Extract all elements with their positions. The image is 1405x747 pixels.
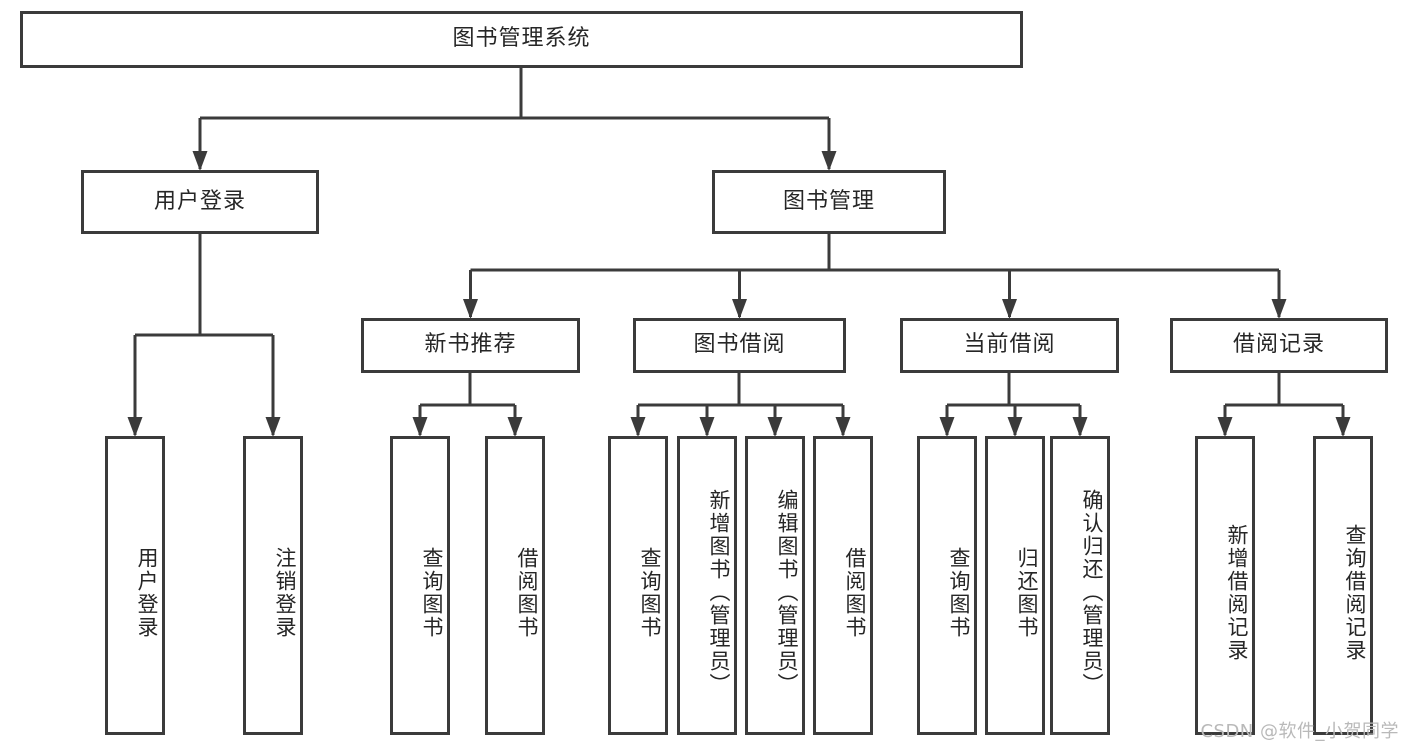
node-book-manage[interactable]: 图书管理: [712, 170, 946, 234]
arrowhead-leaf-query-book-2: [630, 417, 646, 437]
node-leaf-add-record[interactable]: 新增借阅记录: [1195, 436, 1255, 735]
arrowhead-borrow-record: [1271, 299, 1287, 319]
node-leaf-borrow-book-2[interactable]: 借阅图书: [813, 436, 873, 735]
node-leaf-add-book[interactable]: 新增图书（管理员）: [677, 436, 737, 735]
node-leaf-query-book-1[interactable]: 查询图书: [390, 436, 450, 735]
arrowhead-book-borrow: [732, 299, 747, 319]
arrowhead-leaf-confirm-return: [1072, 417, 1088, 437]
node-book-borrow[interactable]: 图书借阅: [633, 318, 846, 373]
node-leaf-return-book[interactable]: 归还图书: [985, 436, 1045, 735]
arrowhead-leaf-query-book-1: [412, 417, 428, 437]
node-leaf-user-logout[interactable]: 注销登录: [243, 436, 303, 735]
node-leaf-confirm-return[interactable]: 确认归还（管理员）: [1050, 436, 1110, 735]
node-leaf-user-login[interactable]: 用户登录: [105, 436, 165, 735]
node-leaf-borrow-book-1[interactable]: 借阅图书: [485, 436, 545, 735]
arrowhead-current-borrow: [1002, 299, 1017, 319]
arrowhead-leaf-query-book-3: [939, 417, 955, 437]
arrowhead-leaf-user-logout: [265, 417, 281, 437]
node-leaf-edit-book[interactable]: 编辑图书（管理员）: [745, 436, 805, 735]
node-leaf-query-book-3[interactable]: 查询图书: [917, 436, 977, 735]
node-leaf-query-book-2[interactable]: 查询图书: [608, 436, 668, 735]
node-leaf-query-record[interactable]: 查询借阅记录: [1313, 436, 1373, 735]
arrowhead-leaf-edit-book: [767, 417, 783, 437]
arrowhead-leaf-query-record: [1335, 417, 1351, 437]
arrowhead-leaf-add-book: [699, 417, 715, 437]
arrowhead-new-book-rec: [463, 299, 478, 319]
arrowhead-leaf-user-login: [127, 417, 143, 437]
node-current-borrow[interactable]: 当前借阅: [900, 318, 1119, 373]
arrowhead-leaf-borrow-book-1: [507, 417, 523, 437]
arrowhead-leaf-return-book: [1007, 417, 1023, 437]
node-root[interactable]: 图书管理系统: [20, 11, 1023, 68]
node-borrow-record[interactable]: 借阅记录: [1170, 318, 1388, 373]
arrowhead-leaf-add-record: [1217, 417, 1233, 437]
arrowhead-user-login: [192, 151, 208, 171]
node-new-book-rec[interactable]: 新书推荐: [361, 318, 580, 373]
arrowhead-book-manage: [821, 151, 837, 171]
arrowhead-leaf-borrow-book-2: [835, 417, 851, 437]
node-user-login[interactable]: 用户登录: [81, 170, 319, 234]
